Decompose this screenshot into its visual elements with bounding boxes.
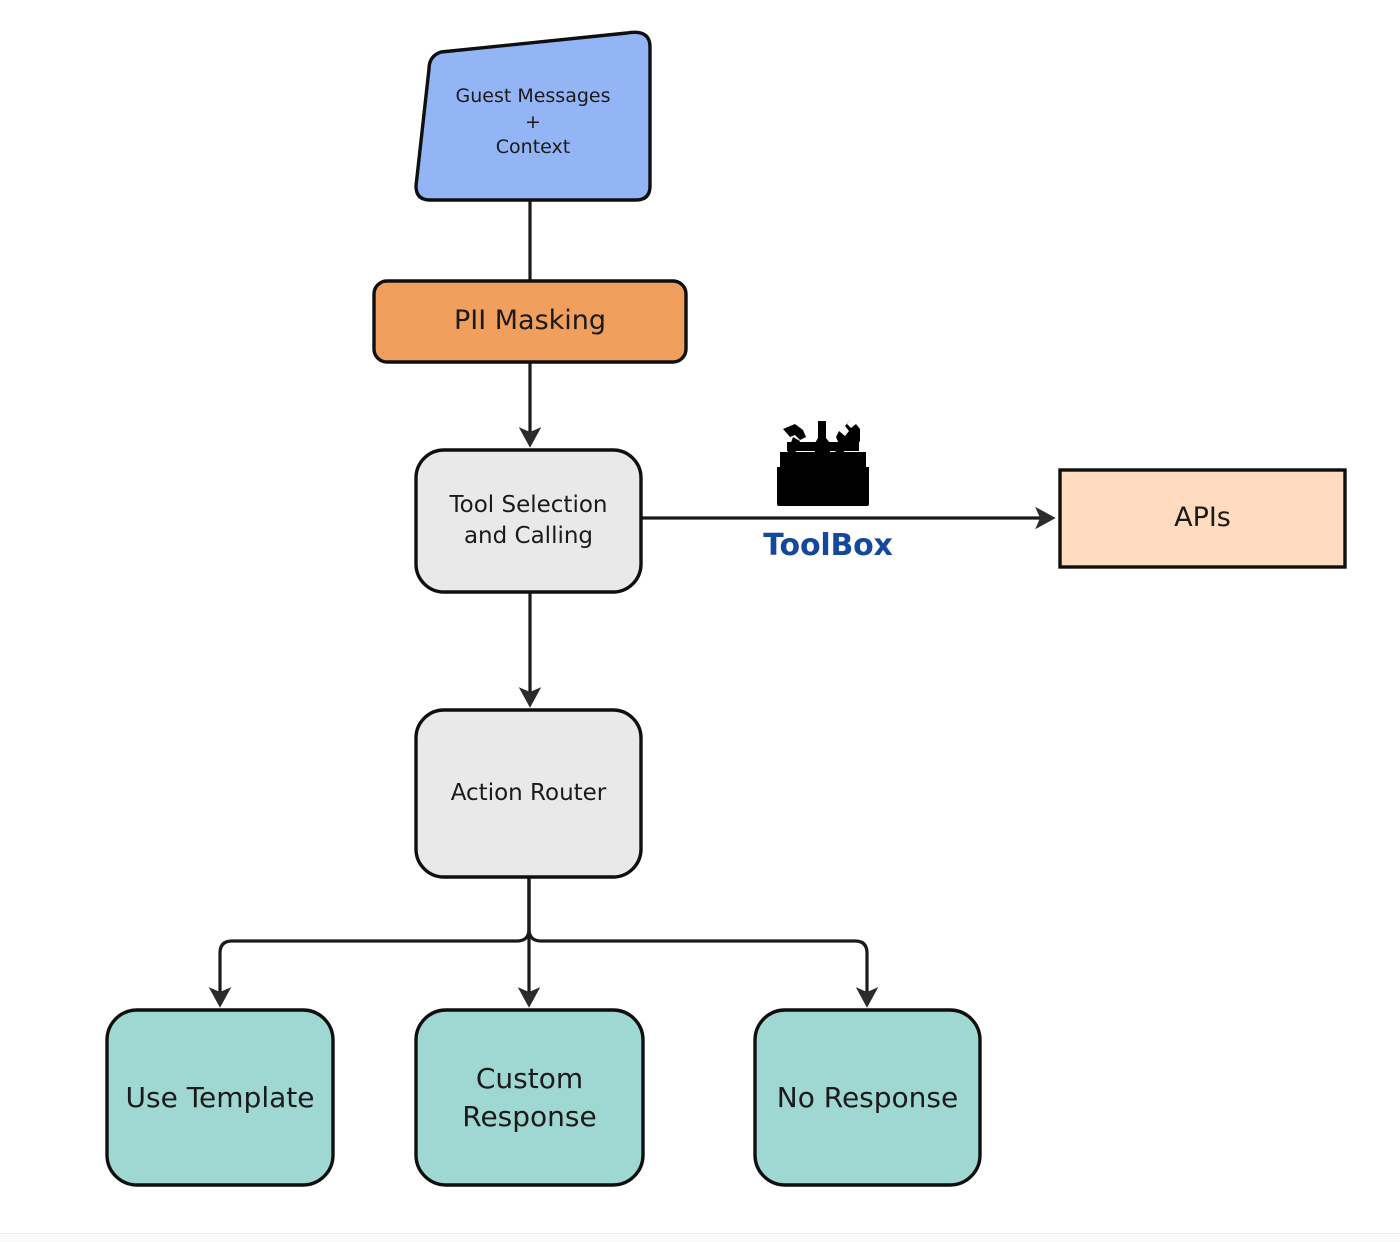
node-no-response[interactable]	[753, 1008, 982, 1187]
node-action-router[interactable]	[414, 708, 643, 879]
edge-router-to-use-template	[208, 877, 531, 1008]
node-apis[interactable]	[1058, 468, 1347, 569]
node-use-template[interactable]	[105, 1008, 335, 1187]
toolbox-icon	[777, 419, 869, 506]
node-pii-masking[interactable]	[372, 279, 688, 364]
node-custom-response[interactable]	[414, 1008, 645, 1187]
toolbox-label: ToolBox	[763, 528, 893, 563]
edge-router-to-no-response	[527, 877, 879, 1008]
node-tool-selection[interactable]	[414, 448, 643, 594]
node-guest-messages[interactable]	[414, 30, 652, 202]
bottom-divider	[0, 1233, 1400, 1242]
